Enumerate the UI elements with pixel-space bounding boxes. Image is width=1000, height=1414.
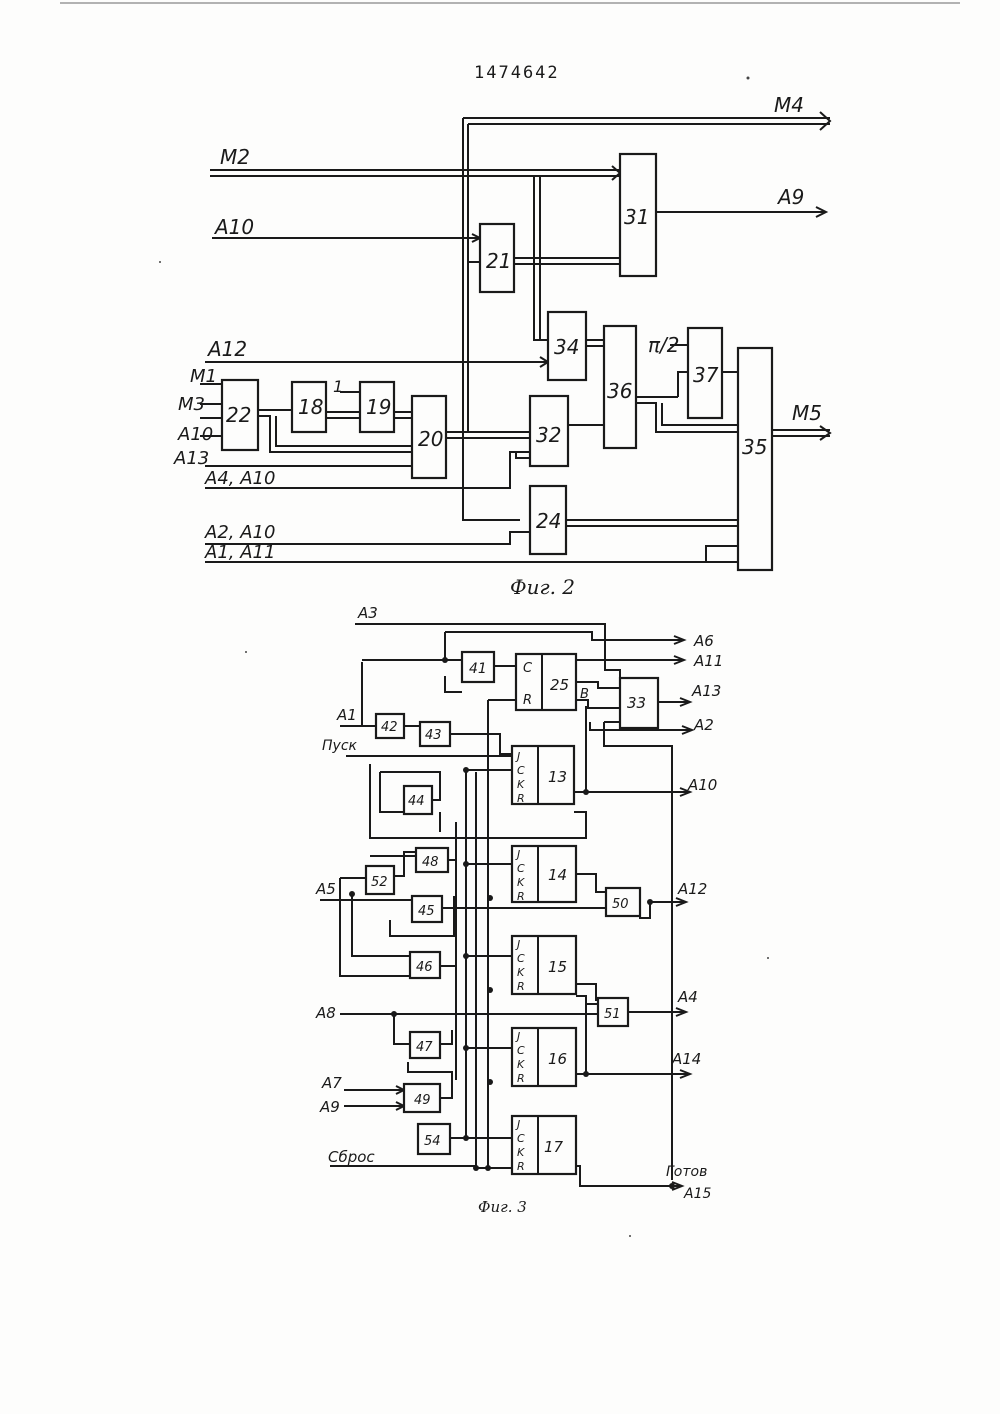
fig2-signal-labels: M2 A10 A12 M1 M3 A10 A13 A4, A10 A2, A10…	[173, 93, 822, 563]
in-a2-a10: A2, A10	[204, 522, 275, 543]
in-a1: A1	[336, 706, 357, 724]
pin-k: K	[517, 1146, 525, 1159]
label-37: 37	[693, 363, 719, 387]
label-19: 19	[366, 395, 391, 419]
in-m3: M3	[178, 394, 205, 415]
fig3-pin-labels: C R B J C K R J C K R J C K R J C K R J …	[515, 661, 589, 1173]
pin-b: B	[580, 687, 589, 702]
in-pusk: Пуск	[322, 738, 358, 754]
block-35	[738, 348, 772, 570]
fig3-caption: Фиг. 3	[478, 1198, 527, 1216]
in-a10-b: A10	[177, 424, 213, 445]
pin-r: R	[517, 792, 525, 805]
in-m2: M2	[220, 145, 250, 169]
out-a6: A6	[693, 632, 714, 650]
label-43: 43	[425, 728, 442, 743]
out-a9: A9	[776, 185, 804, 209]
fig2-wires	[200, 112, 830, 562]
label-32: 32	[536, 423, 561, 447]
out-a4: A4	[677, 988, 698, 1006]
in-const-1: 1	[333, 377, 343, 396]
figure-3: C R B J C K R J C K R J C K R J C K R J …	[315, 604, 723, 1216]
fig2-caption: Фиг. 2	[510, 575, 575, 599]
label-41: 41	[469, 661, 487, 677]
label-18: 18	[298, 395, 323, 419]
label-50: 50	[612, 897, 629, 912]
in-a9: A9	[319, 1098, 340, 1116]
label-42: 42	[381, 720, 398, 735]
pin-c: C	[523, 661, 533, 676]
label-46: 46	[416, 960, 433, 975]
label-31: 31	[624, 205, 649, 229]
label-15: 15	[548, 958, 567, 976]
in-a3: A3	[357, 604, 378, 622]
label-13: 13	[548, 768, 567, 786]
in-pi-half: π/2	[648, 333, 680, 357]
fig2-block-numbers: 31 21 34 36 37 22 18 19 20 32 35 24	[226, 205, 767, 533]
in-a13: A13	[173, 448, 209, 469]
in-a8: A8	[315, 1004, 336, 1022]
figure-2: 31 21 34 36 37 22 18 19 20 32 35 24 M2 A…	[173, 93, 830, 599]
pin-r: R	[517, 980, 525, 993]
out-gotov: Готов	[666, 1164, 707, 1180]
out-a11: A11	[693, 652, 723, 670]
label-20: 20	[418, 427, 443, 451]
label-45: 45	[418, 904, 435, 919]
pin-k: K	[517, 778, 525, 791]
label-44: 44	[408, 794, 425, 809]
out-m4: M4	[774, 93, 804, 117]
out-m5: M5	[792, 401, 822, 425]
pin-k: K	[517, 876, 525, 889]
label-25: 25	[550, 676, 569, 694]
label-16: 16	[548, 1050, 567, 1068]
in-a1-a11: A1, A11	[204, 542, 275, 563]
pin-r: R	[517, 1160, 525, 1173]
label-17: 17	[544, 1138, 564, 1156]
pin-r: R	[517, 1072, 525, 1085]
pin-k: K	[517, 1058, 525, 1071]
label-24: 24	[536, 509, 561, 533]
label-54: 54	[424, 1134, 441, 1149]
in-a12: A12	[206, 337, 247, 361]
label-49: 49	[414, 1093, 431, 1108]
pin-k: K	[517, 966, 525, 979]
in-m1: M1	[190, 366, 217, 387]
pin-r: R	[523, 693, 532, 708]
out-a15: A15	[683, 1186, 711, 1202]
label-35: 35	[742, 435, 767, 459]
in-sbros: Сброс	[328, 1148, 375, 1166]
pin-c: C	[517, 1132, 525, 1145]
out-a14: A14	[671, 1050, 701, 1068]
patent-number: 1474642	[474, 63, 560, 83]
pin-r: R	[517, 890, 525, 903]
label-33: 33	[627, 694, 646, 712]
in-a7: A7	[321, 1074, 342, 1092]
label-51: 51	[604, 1007, 621, 1022]
in-a5: A5	[315, 880, 336, 898]
label-21: 21	[486, 249, 511, 273]
label-48: 48	[422, 855, 439, 870]
label-14: 14	[548, 866, 567, 884]
label-36: 36	[607, 379, 632, 403]
label-47: 47	[416, 1040, 433, 1055]
pin-c: C	[517, 764, 525, 777]
in-a4-a10: A4, A10	[204, 468, 275, 489]
out-a12: A12	[677, 880, 707, 898]
label-22: 22	[226, 403, 251, 427]
out-a10: A10	[687, 776, 717, 794]
label-34: 34	[554, 335, 579, 359]
pin-c: C	[517, 952, 525, 965]
out-a13: A13	[691, 682, 721, 700]
label-52: 52	[371, 875, 388, 890]
out-a2: A2	[693, 716, 714, 734]
pin-c: C	[517, 862, 525, 875]
in-a10: A10	[213, 215, 254, 239]
pin-c: C	[517, 1044, 525, 1057]
